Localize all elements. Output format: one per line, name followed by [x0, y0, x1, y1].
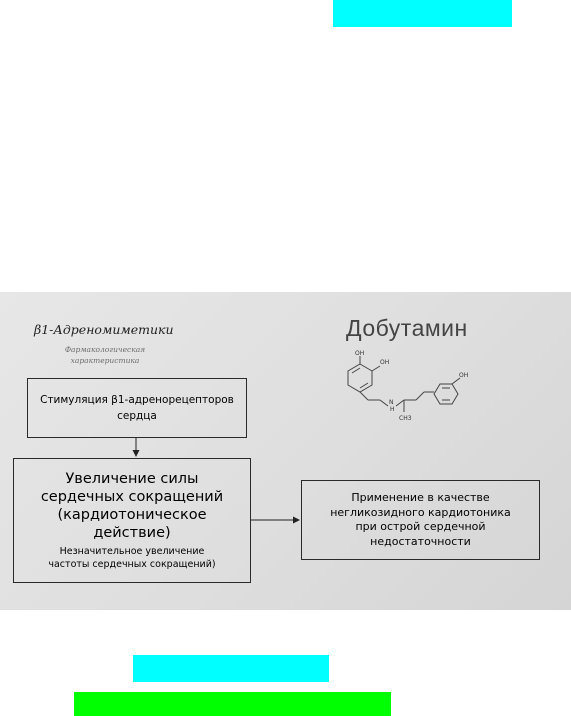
oh-label-2: OH: [380, 359, 389, 366]
application-line-2: негликозидного кардиотоника: [330, 505, 511, 519]
ch3-label: CH3: [399, 415, 412, 422]
slide-photo: β1-Адреномиметики Фармакологическая хара…: [0, 292, 571, 610]
effect-box: Увеличение силы сердечных сокращений (ка…: [13, 458, 251, 583]
effect-line-2: сердечных сокращений: [40, 489, 224, 505]
application-box: Применение в качестве негликозидного кар…: [301, 480, 540, 560]
highlight-bar-top: [333, 0, 512, 27]
stimulation-line-2: сердца: [117, 410, 157, 422]
effect-note-line-2: частоты сердечных сокращений): [48, 559, 216, 570]
oh-label-3: OH: [459, 372, 468, 379]
stimulation-line-1: Стимуляция β1-адренорецепторов: [40, 394, 234, 406]
highlight-bar-middle: [133, 655, 329, 682]
dobutamine-structure: OH OH N H CH3 OH: [347, 350, 468, 422]
drug-name: Добутамин: [346, 315, 468, 341]
h-label: H: [390, 406, 395, 413]
application-line-3: при острой сердечной: [355, 520, 486, 533]
effect-note-line-1: Незначительное увеличение: [59, 546, 205, 557]
stimulation-box: Стимуляция β1-адренорецепторов сердца: [27, 378, 247, 438]
application-line-1: Применение в качестве: [351, 491, 490, 504]
effect-line-1: Увеличение силы: [65, 471, 199, 487]
slide-heading: β1-Адреномиметики: [34, 322, 174, 337]
application-line-4: недостаточности: [370, 534, 471, 548]
slide-subheading: Фармакологическая характеристика: [64, 345, 146, 365]
flow-arrows: [132, 437, 300, 524]
effect-line-4: действие): [93, 525, 171, 541]
oh-label-1: OH: [355, 350, 364, 357]
n-label: N: [389, 399, 394, 406]
effect-line-3: (кардиотоническое: [57, 507, 207, 523]
highlight-bar-bottom: [74, 692, 391, 716]
